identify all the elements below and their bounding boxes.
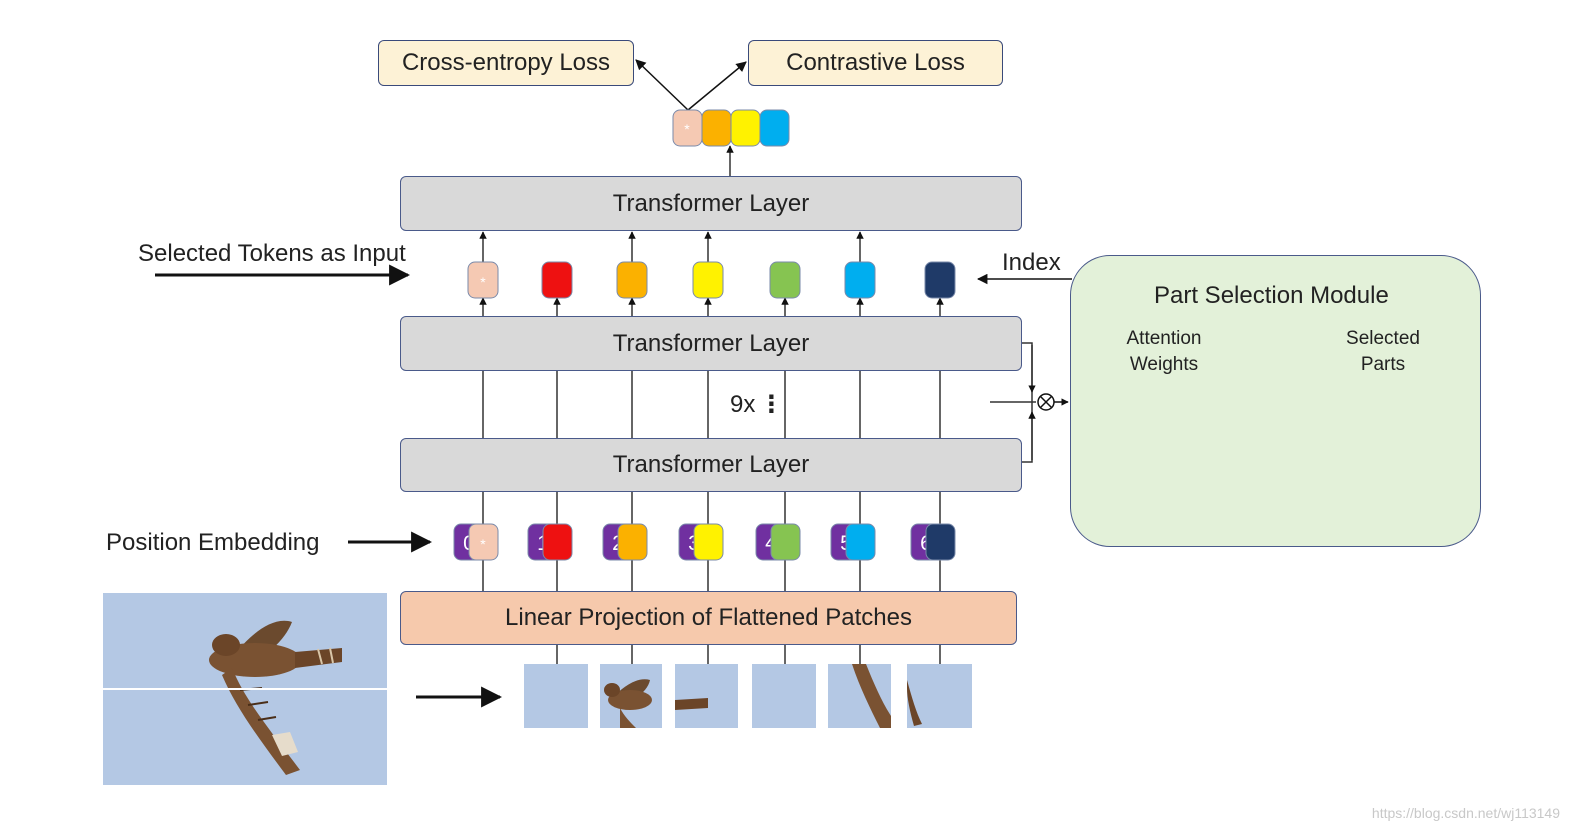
linear-projection-box: Linear Projection of Flattened Patches xyxy=(400,591,1017,645)
linear-projection-label: Linear Projection of Flattened Patches xyxy=(505,604,912,631)
selected-token xyxy=(541,261,573,299)
cls-token-mark: * xyxy=(480,536,486,552)
transformer-layer-top-label: Transformer Layer xyxy=(612,189,810,217)
patch-3-tail xyxy=(675,698,708,710)
patch-3 xyxy=(675,664,738,728)
position-embedding-label: Position Embedding xyxy=(106,529,320,556)
patch-embedding-token xyxy=(845,523,876,561)
selected-token xyxy=(692,261,724,299)
cls-token-mark: * xyxy=(684,121,690,137)
multiply-icon-stroke xyxy=(1039,395,1053,409)
token-groups: *0*123456* xyxy=(453,109,956,561)
vertical-ellipsis-icon: ⋮ xyxy=(759,391,784,418)
repeat-count-text: 9x xyxy=(730,391,756,418)
patch-embedding-token xyxy=(770,523,801,561)
index-label: Index xyxy=(1002,249,1061,276)
attention-weights-line1: Attention xyxy=(1126,328,1202,349)
transformer-layer-bottom: Transformer Layer xyxy=(400,438,1022,492)
selected-token xyxy=(924,261,956,299)
patch-embedding-token xyxy=(468,523,499,561)
patch-embedding-token xyxy=(693,523,724,561)
cross-entropy-loss-label: Cross-entropy Loss xyxy=(401,49,611,76)
cross-entropy-loss-box: Cross-entropy Loss xyxy=(378,40,634,86)
psm-title: Part Selection Module xyxy=(1154,282,1389,309)
patch-embedding-token xyxy=(925,523,956,561)
patch-5-wing xyxy=(852,664,891,728)
selected-token xyxy=(467,261,499,299)
transformer-layer-bottom-label: Transformer Layer xyxy=(612,451,810,478)
patch-embedding-token xyxy=(542,523,573,561)
selected-token xyxy=(616,261,648,299)
contrastive-loss-label: Contrastive Loss xyxy=(786,49,965,76)
patch-embedding-token xyxy=(617,523,648,561)
patch-4 xyxy=(752,664,816,728)
attention-weights-line2: Weights xyxy=(1129,354,1199,375)
part-selection-module xyxy=(1070,255,1481,547)
output-token xyxy=(730,109,761,147)
transformer-layer-top: Transformer Layer xyxy=(400,176,1022,231)
attention-weights-label: Attention Weights xyxy=(1108,326,1220,378)
output-token xyxy=(701,109,732,147)
bird-image xyxy=(103,593,387,785)
output-token xyxy=(759,109,790,147)
repeat-count-label: 9x⋮ xyxy=(730,390,783,419)
to-cross-entropy-arrow xyxy=(635,59,689,111)
transformer-layer-middle: Transformer Layer xyxy=(400,316,1022,371)
transformer-layer-middle-label: Transformer Layer xyxy=(612,329,810,357)
image-patches xyxy=(524,664,972,728)
patch-6-wing xyxy=(907,680,922,726)
selected-parts-label: Selected Parts xyxy=(1330,326,1436,378)
watermark: https://blog.csdn.net/wj113149 xyxy=(1371,805,1560,821)
selected-parts-line2: Parts xyxy=(1360,354,1406,375)
cls-token-mark: * xyxy=(480,274,486,290)
selected-token xyxy=(844,261,876,299)
patch-1 xyxy=(524,664,588,728)
to-contrastive-arrow xyxy=(687,61,747,111)
selected-tokens-label: Selected Tokens as Input xyxy=(138,240,406,267)
selected-parts-line1: Selected xyxy=(1346,328,1420,349)
contrastive-loss-box: Contrastive Loss xyxy=(748,40,1003,86)
patch-2-bird xyxy=(604,679,652,728)
selected-token xyxy=(769,261,801,299)
